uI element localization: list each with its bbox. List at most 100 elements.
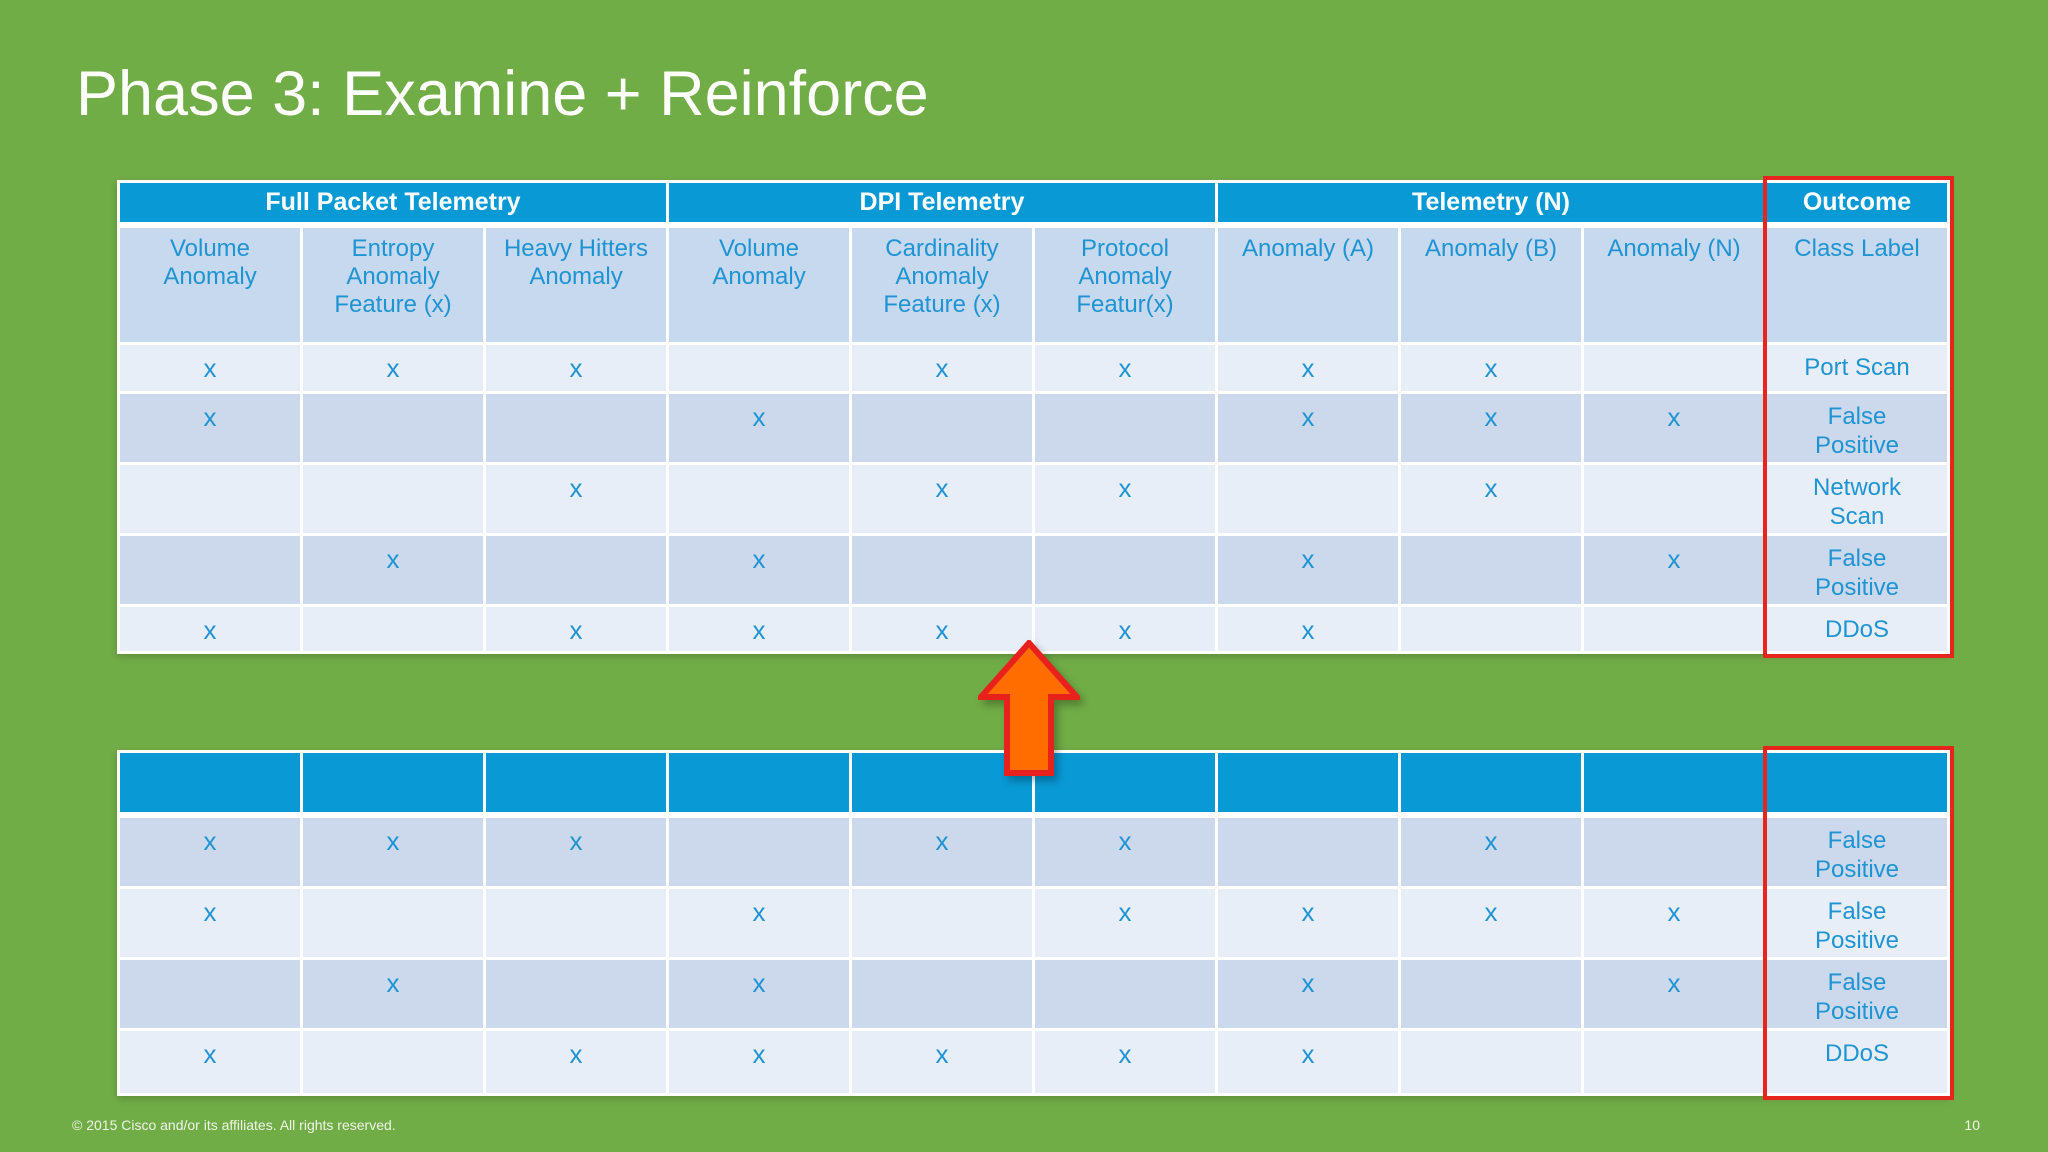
mark-cell: x [1035,889,1215,957]
up-arrow-icon [978,640,1080,776]
mark-cell: x [1035,1031,1215,1093]
mark-cell: x [1401,818,1581,886]
page-number: 10 [1964,1117,1980,1133]
column-header-anomaly-a: Anomaly (A) [1218,228,1398,342]
mark-cell: x [303,536,483,604]
empty-cell [1401,536,1581,604]
empty-cell [486,889,666,957]
mark-cell: x [1218,394,1398,462]
empty-cell [669,465,849,533]
empty-cell [852,889,1032,957]
mark-cell: x [852,607,1032,651]
mark-cell: x [303,818,483,886]
mark-cell: x [669,1031,849,1093]
mark-cell: x [486,1031,666,1093]
empty-cell [303,1031,483,1093]
mark-cell: x [852,1031,1032,1093]
empty-cell [303,607,483,651]
class-label-cell: False Positive [1767,889,1947,957]
class-label-cell: False Positive [1767,394,1947,462]
empty-cell [120,960,300,1028]
blank-header-cell [1767,753,1947,815]
empty-cell [486,536,666,604]
column-header-protocol-anomaly-featur-x: Protocol Anomaly Featur(x) [1035,228,1215,342]
mark-cell: x [120,889,300,957]
column-header-heavy-hitters-anomaly: Heavy Hitters Anomaly [486,228,666,342]
mark-cell: x [1218,345,1398,391]
group-header-dpi-telemetry: DPI Telemetry [669,183,1215,225]
class-label-cell: Network Scan [1767,465,1947,533]
copyright-text: © 2015 Cisco and/or its affiliates. All … [72,1117,396,1133]
mark-cell: x [486,607,666,651]
blank-header-cell [1218,753,1398,815]
mark-cell: x [852,465,1032,533]
mark-cell: x [303,345,483,391]
column-header-anomaly-b: Anomaly (B) [1401,228,1581,342]
mark-cell: x [669,960,849,1028]
mark-cell: x [486,818,666,886]
class-label-cell: DDoS [1767,607,1947,651]
mark-cell: x [486,345,666,391]
empty-cell [1035,536,1215,604]
mark-cell: x [120,345,300,391]
mark-cell: x [669,536,849,604]
class-label-cell: False Positive [1767,536,1947,604]
mark-cell: x [120,1031,300,1093]
column-header-cardinality-anomaly-feature-x: Cardinality Anomaly Feature (x) [852,228,1032,342]
mark-cell: x [852,345,1032,391]
column-header-volume-anomaly: Volume Anomaly [120,228,300,342]
mark-cell: x [1584,889,1764,957]
mark-cell: x [669,889,849,957]
mark-cell: x [120,394,300,462]
blank-header-cell [120,753,300,815]
empty-cell [486,394,666,462]
column-header-class-label: Class Label [1767,228,1947,342]
empty-cell [120,465,300,533]
empty-cell [1401,1031,1581,1093]
column-header-volume-anomaly: Volume Anomaly [669,228,849,342]
empty-cell [1584,607,1764,651]
mark-cell: x [1035,607,1215,651]
mark-cell: x [1218,960,1398,1028]
group-header-outcome: Outcome [1767,183,1947,225]
blank-header-cell [1584,753,1764,815]
mark-cell: x [120,818,300,886]
mark-cell: x [1584,536,1764,604]
empty-cell [852,394,1032,462]
empty-cell [303,889,483,957]
mark-cell: x [1401,394,1581,462]
column-header-anomaly-n: Anomaly (N) [1584,228,1764,342]
blank-header-cell [669,753,849,815]
mark-cell: x [1218,1031,1398,1093]
class-label-cell: False Positive [1767,960,1947,1028]
blank-header-cell [852,753,1032,815]
mark-cell: x [1035,818,1215,886]
mark-cell: x [1401,345,1581,391]
mark-cell: x [303,960,483,1028]
empty-cell [1584,465,1764,533]
blank-header-cell [486,753,666,815]
group-header-full-packet-telemetry: Full Packet Telemetry [120,183,666,225]
empty-cell [1584,818,1764,886]
class-label-cell: Port Scan [1767,345,1947,391]
empty-cell [1218,818,1398,886]
mark-cell: x [669,394,849,462]
mark-cell: x [1218,536,1398,604]
empty-cell [120,536,300,604]
mark-cell: x [1584,960,1764,1028]
mark-cell: x [1035,345,1215,391]
empty-cell [1584,1031,1764,1093]
class-label-cell: DDoS [1767,1031,1947,1093]
empty-cell [303,465,483,533]
empty-cell [1584,345,1764,391]
blank-header-cell [303,753,483,815]
class-label-cell: False Positive [1767,818,1947,886]
